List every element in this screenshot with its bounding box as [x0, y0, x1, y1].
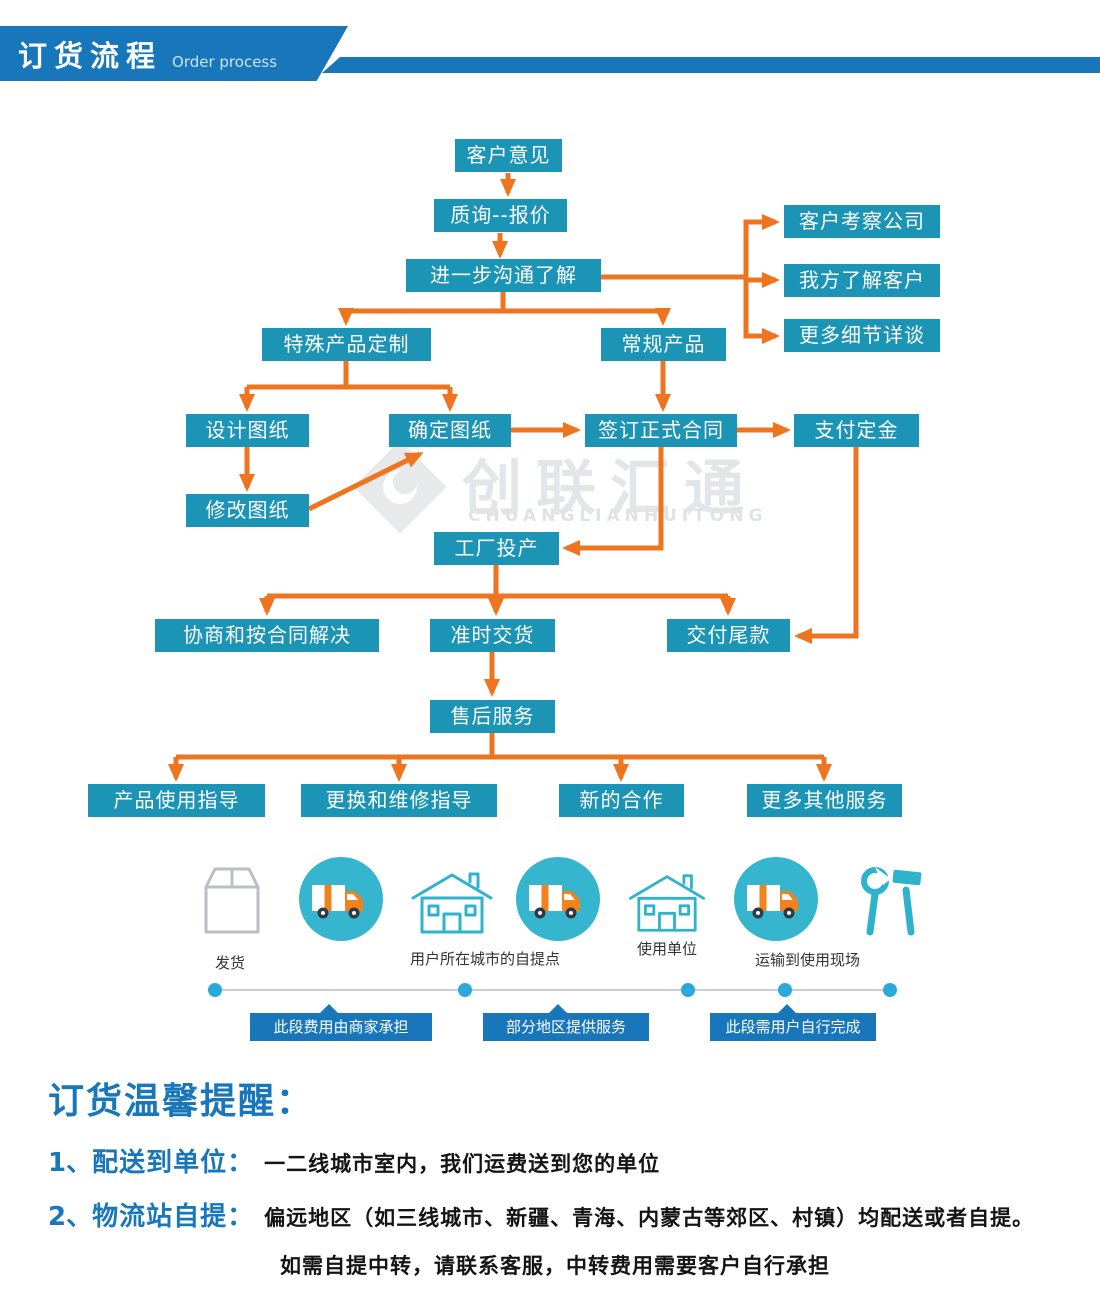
flow-node-more-services: 更多其他服务: [747, 784, 902, 817]
truck-icon: [516, 857, 600, 941]
flow-node-after-sales: 售后服务: [430, 700, 555, 733]
flow-node-inquiry-quote: 质询--报价: [434, 199, 567, 232]
reminder-item-text: 一二线城市室内，我们运费送到您的单位: [264, 1152, 661, 1176]
use-unit-house-icon: [628, 874, 706, 932]
truck-icon: [734, 857, 818, 941]
reminder-note: 如需自提中转，请联系客服，中转费用需要客户自行承担: [280, 1254, 830, 1278]
segment-notch: [778, 1004, 796, 1013]
segment-notch: [549, 1004, 567, 1013]
page-subtitle: Order process: [172, 52, 278, 71]
segment-label: 此段费用由商家承担: [273, 1018, 409, 1036]
watermark-logo-icon: [353, 440, 447, 534]
flow-node-modify-drawing: 修改图纸: [186, 494, 309, 527]
timeline-line: [213, 989, 890, 991]
reminder-item-2: 2、 物流站自提： 偏远地区（如三线城市、新疆、青海、内蒙古等郊区、村镇）均配送…: [48, 1196, 1034, 1233]
reminder-item-label: 配送到单位：: [92, 1148, 255, 1178]
reminder-item-text: 偏远地区（如三线城市、新疆、青海、内蒙古等郊区、村镇）均配送或者自提。: [264, 1206, 1035, 1230]
tools-icon: [861, 867, 922, 936]
flow-node-more-details: 更多细节详谈: [784, 319, 940, 352]
flow-node-customer-feedback: 客户意见: [455, 139, 562, 172]
segment-label: 此段需用户自行完成: [725, 1018, 861, 1036]
timeline-dot: [208, 983, 222, 997]
segment-user-complete: 此段需用户自行完成: [710, 1004, 876, 1041]
flow-node-negotiate: 协商和按合同解决: [155, 619, 379, 652]
flow-node-confirm-drawing: 确定图纸: [389, 414, 511, 447]
flow-node-on-time-delivery: 准时交货: [430, 619, 555, 652]
flow-node-sign-contract: 签订正式合同: [585, 414, 737, 447]
package-icon: [204, 867, 260, 934]
reminder-item-number: 1、: [48, 1148, 93, 1178]
label-use-unit: 使用单位: [636, 940, 697, 958]
segment-partial-service: 部分地区提供服务: [483, 1004, 649, 1041]
page-title: 订货流程: [18, 38, 163, 73]
timeline-dot: [778, 983, 792, 997]
reminder-item-label: 物流站自提：: [92, 1202, 255, 1232]
flow-node-repair-guidance: 更换和维修指导: [301, 784, 497, 817]
page-header: 订货流程 Order process: [0, 26, 348, 81]
label-transport-site: 运输到使用现场: [754, 951, 860, 969]
segment-notch: [320, 1004, 338, 1013]
flow-node-design-drawing: 设计图纸: [186, 414, 309, 447]
segment-merchant-cost: 此段费用由商家承担: [250, 1004, 432, 1041]
flow-node-special-custom: 特殊产品定制: [262, 328, 431, 361]
label-pickup-point: 用户所在城市的自提点: [409, 950, 560, 968]
flow-node-inspect-company: 客户考察公司: [784, 205, 940, 238]
header-accent-bar: [322, 57, 1100, 73]
flow-node-pay-deposit: 支付定金: [794, 414, 919, 447]
reminder-title: 订货温馨提醒：: [48, 1081, 315, 1122]
flow-node-new-cooperation: 新的合作: [559, 784, 684, 817]
timeline-dot: [883, 983, 897, 997]
label-shipping: 发货: [214, 954, 245, 972]
flow-node-regular-product: 常规产品: [601, 328, 726, 361]
flow-node-pay-balance: 交付尾款: [667, 619, 790, 652]
timeline-dot: [681, 983, 695, 997]
flow-node-usage-guidance: 产品使用指导: [88, 784, 265, 817]
pickup-house-icon: [411, 872, 493, 934]
truck-icon: [299, 857, 383, 941]
reminder-item-number: 2、: [48, 1202, 93, 1232]
flow-node-know-customer: 我方了解客户: [784, 264, 940, 297]
segment-label: 部分地区提供服务: [505, 1018, 626, 1036]
flow-node-further-communication: 进一步沟通了解: [406, 259, 601, 292]
reminder-item-1: 1、 配送到单位： 一二线城市室内，我们运费送到您的单位: [48, 1142, 660, 1179]
watermark-subtext: CHUANGLIANHUITONG: [468, 506, 768, 526]
timeline-dot: [458, 983, 472, 997]
flow-node-factory-production: 工厂投产: [434, 532, 559, 565]
